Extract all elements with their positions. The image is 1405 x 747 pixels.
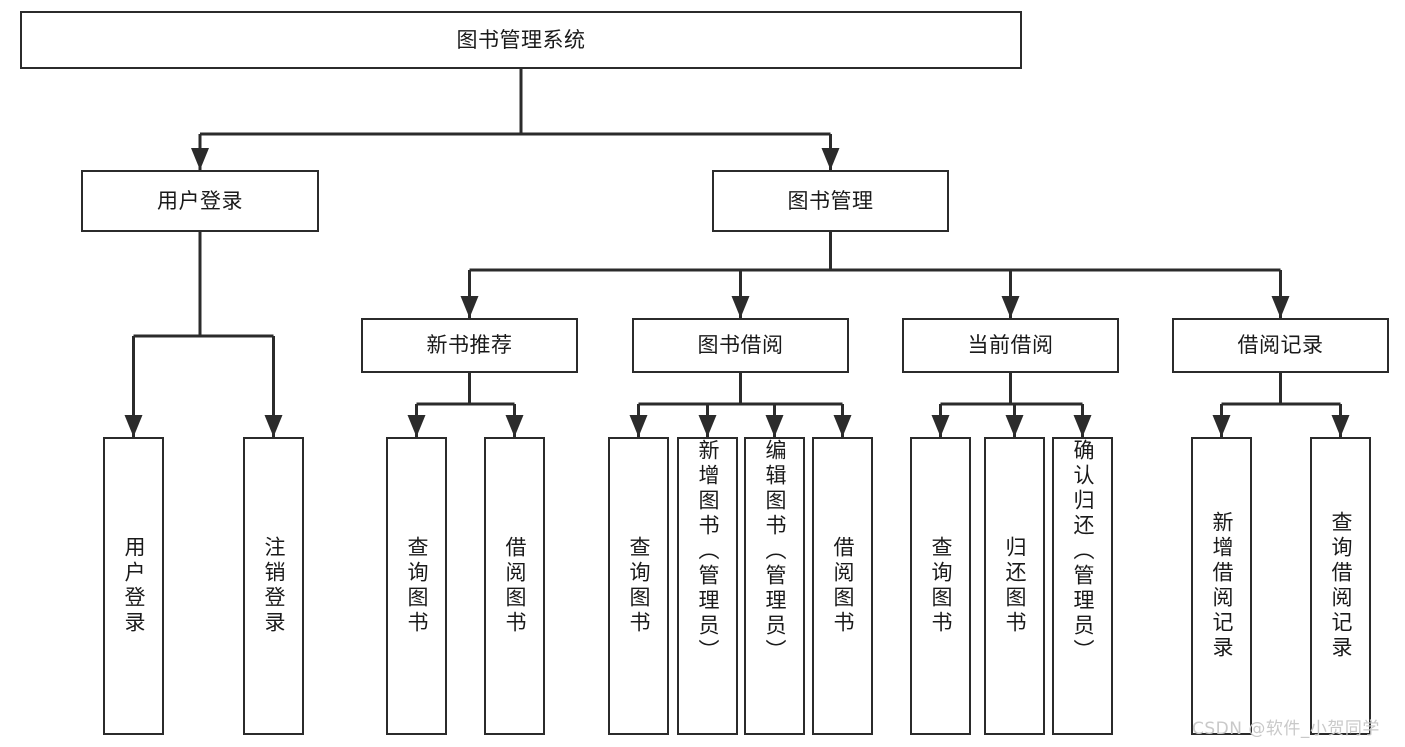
node-l_login[interactable]: 用户登录 [103, 437, 164, 735]
node-c_query[interactable]: 查询图书 [910, 437, 971, 735]
arrow-head-icon [629, 415, 648, 437]
node-b_query[interactable]: 查询图书 [608, 437, 669, 735]
node-label: 用户登录 [122, 536, 146, 636]
arrow-head-icon [765, 415, 784, 437]
node-b_borrow[interactable]: 借阅图书 [812, 437, 873, 735]
node-label: 查询图书 [929, 536, 953, 636]
arrow-head-icon [698, 415, 717, 437]
node-label: 查询图书 [627, 536, 651, 636]
node-label: 归还图书 [1003, 536, 1027, 636]
node-label: 图书借阅 [697, 333, 784, 358]
node-current[interactable]: 当前借阅 [902, 318, 1119, 373]
node-n_borrow[interactable]: 借阅图书 [484, 437, 545, 735]
node-b_edit[interactable]: 编辑图书（管理员） [744, 437, 805, 735]
arrow-head-icon [124, 415, 143, 437]
node-label: 查询图书 [405, 536, 429, 636]
arrow-head-icon [1331, 415, 1350, 437]
node-label: 借阅记录 [1237, 333, 1324, 358]
node-l_logout[interactable]: 注销登录 [243, 437, 304, 735]
arrow-head-icon [821, 148, 840, 170]
node-label: 新增图书（管理员） [696, 439, 720, 664]
arrow-head-icon [1212, 415, 1231, 437]
arrow-head-icon [505, 415, 524, 437]
node-label: 编辑图书（管理员） [763, 439, 787, 664]
node-c_return[interactable]: 归还图书 [984, 437, 1045, 735]
node-label: 图书管理 [787, 188, 874, 213]
arrow-head-icon [1001, 296, 1020, 318]
node-b_add[interactable]: 新增图书（管理员） [677, 437, 738, 735]
node-label: 用户登录 [157, 188, 243, 213]
arrow-head-icon [731, 296, 750, 318]
arrow-head-icon [1005, 415, 1024, 437]
node-c_confirm[interactable]: 确认归还（管理员） [1052, 437, 1113, 735]
node-label: 借阅图书 [831, 536, 855, 636]
arrow-head-icon [191, 148, 209, 170]
node-bookmgmt[interactable]: 图书管理 [712, 170, 949, 232]
arrow-head-icon [407, 415, 426, 437]
node-label: 注销登录 [262, 536, 286, 636]
node-root[interactable]: 图书管理系统 [20, 11, 1022, 69]
node-label: 当前借阅 [967, 333, 1054, 358]
node-newrec[interactable]: 新书推荐 [361, 318, 578, 373]
node-login[interactable]: 用户登录 [81, 170, 319, 232]
node-n_query[interactable]: 查询图书 [386, 437, 447, 735]
node-label: 图书管理系统 [456, 27, 586, 52]
arrow-head-icon [460, 296, 479, 318]
node-borrow[interactable]: 图书借阅 [632, 318, 849, 373]
arrow-head-icon [833, 415, 852, 437]
arrow-head-icon [1073, 415, 1092, 437]
node-r_query[interactable]: 查询借阅记录 [1310, 437, 1371, 735]
arrow-head-icon [264, 415, 283, 437]
node-label: 新书推荐 [426, 333, 513, 358]
node-label: 新增借阅记录 [1210, 511, 1234, 661]
node-label: 确认归还（管理员） [1071, 439, 1095, 664]
arrow-head-icon [1271, 296, 1290, 318]
node-label: 查询借阅记录 [1329, 511, 1353, 661]
node-label: 借阅图书 [503, 536, 527, 636]
node-r_add[interactable]: 新增借阅记录 [1191, 437, 1252, 735]
node-records[interactable]: 借阅记录 [1172, 318, 1389, 373]
arrow-head-icon [931, 415, 950, 437]
